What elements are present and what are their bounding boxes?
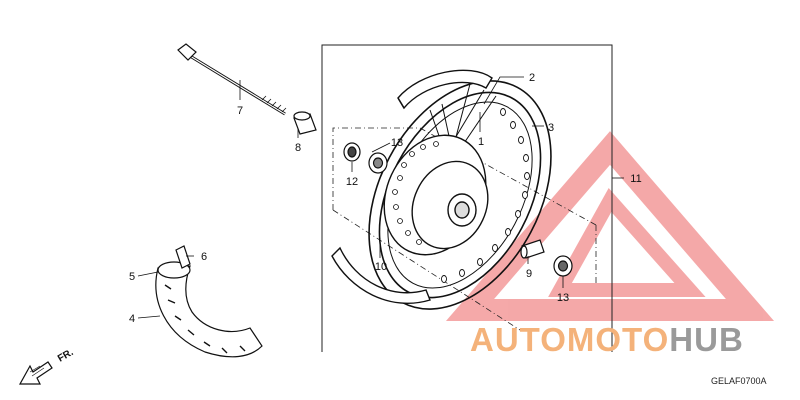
- callout-10: 10: [375, 261, 387, 273]
- callout-9: 9: [526, 268, 532, 280]
- axle-bolt: [177, 43, 287, 116]
- tire-segment-bottom: [331, 246, 431, 304]
- distance-collar: [520, 239, 545, 259]
- direction-label: FR.: [56, 347, 76, 365]
- assembly-frame: [321, 44, 613, 352]
- bearing-left: [368, 152, 388, 174]
- callout-13-lower: 13: [557, 292, 569, 304]
- dust-seal-left: [343, 142, 361, 162]
- callout-13-upper: 13: [391, 137, 403, 149]
- hub-flange-holes: [392, 141, 439, 245]
- hub-subassembly-frame: [332, 127, 597, 331]
- callout-8: 8: [295, 142, 301, 154]
- rim-holes: [441, 108, 530, 283]
- callout-5: 5: [129, 271, 135, 283]
- leader-lines: [137, 76, 624, 319]
- watermark-triangle-logo: [445, 131, 775, 321]
- bearing-right: [553, 255, 573, 277]
- callout-3: 3: [548, 122, 554, 134]
- callout-2: 2: [529, 72, 535, 84]
- callout-6: 6: [201, 251, 207, 263]
- callout-12: 12: [346, 176, 358, 188]
- tire-segment-top: [397, 69, 493, 110]
- watermark-brand: AUTOMOTOHUB: [470, 321, 744, 358]
- callout-7: 7: [237, 105, 243, 117]
- direction-arrow-icon: [18, 361, 53, 385]
- watermark-brand-part2: HUB: [669, 321, 744, 358]
- callout-1: 1: [478, 136, 484, 148]
- watermark-brand-part1: AUTOMOTO: [470, 321, 669, 358]
- tire-cutaway: [155, 245, 263, 358]
- reference-code: GELAF0700A: [711, 376, 767, 386]
- callout-11: 11: [630, 173, 641, 185]
- callout-4: 4: [129, 313, 135, 325]
- side-collar: [293, 111, 317, 135]
- wheel-hub: [383, 134, 489, 256]
